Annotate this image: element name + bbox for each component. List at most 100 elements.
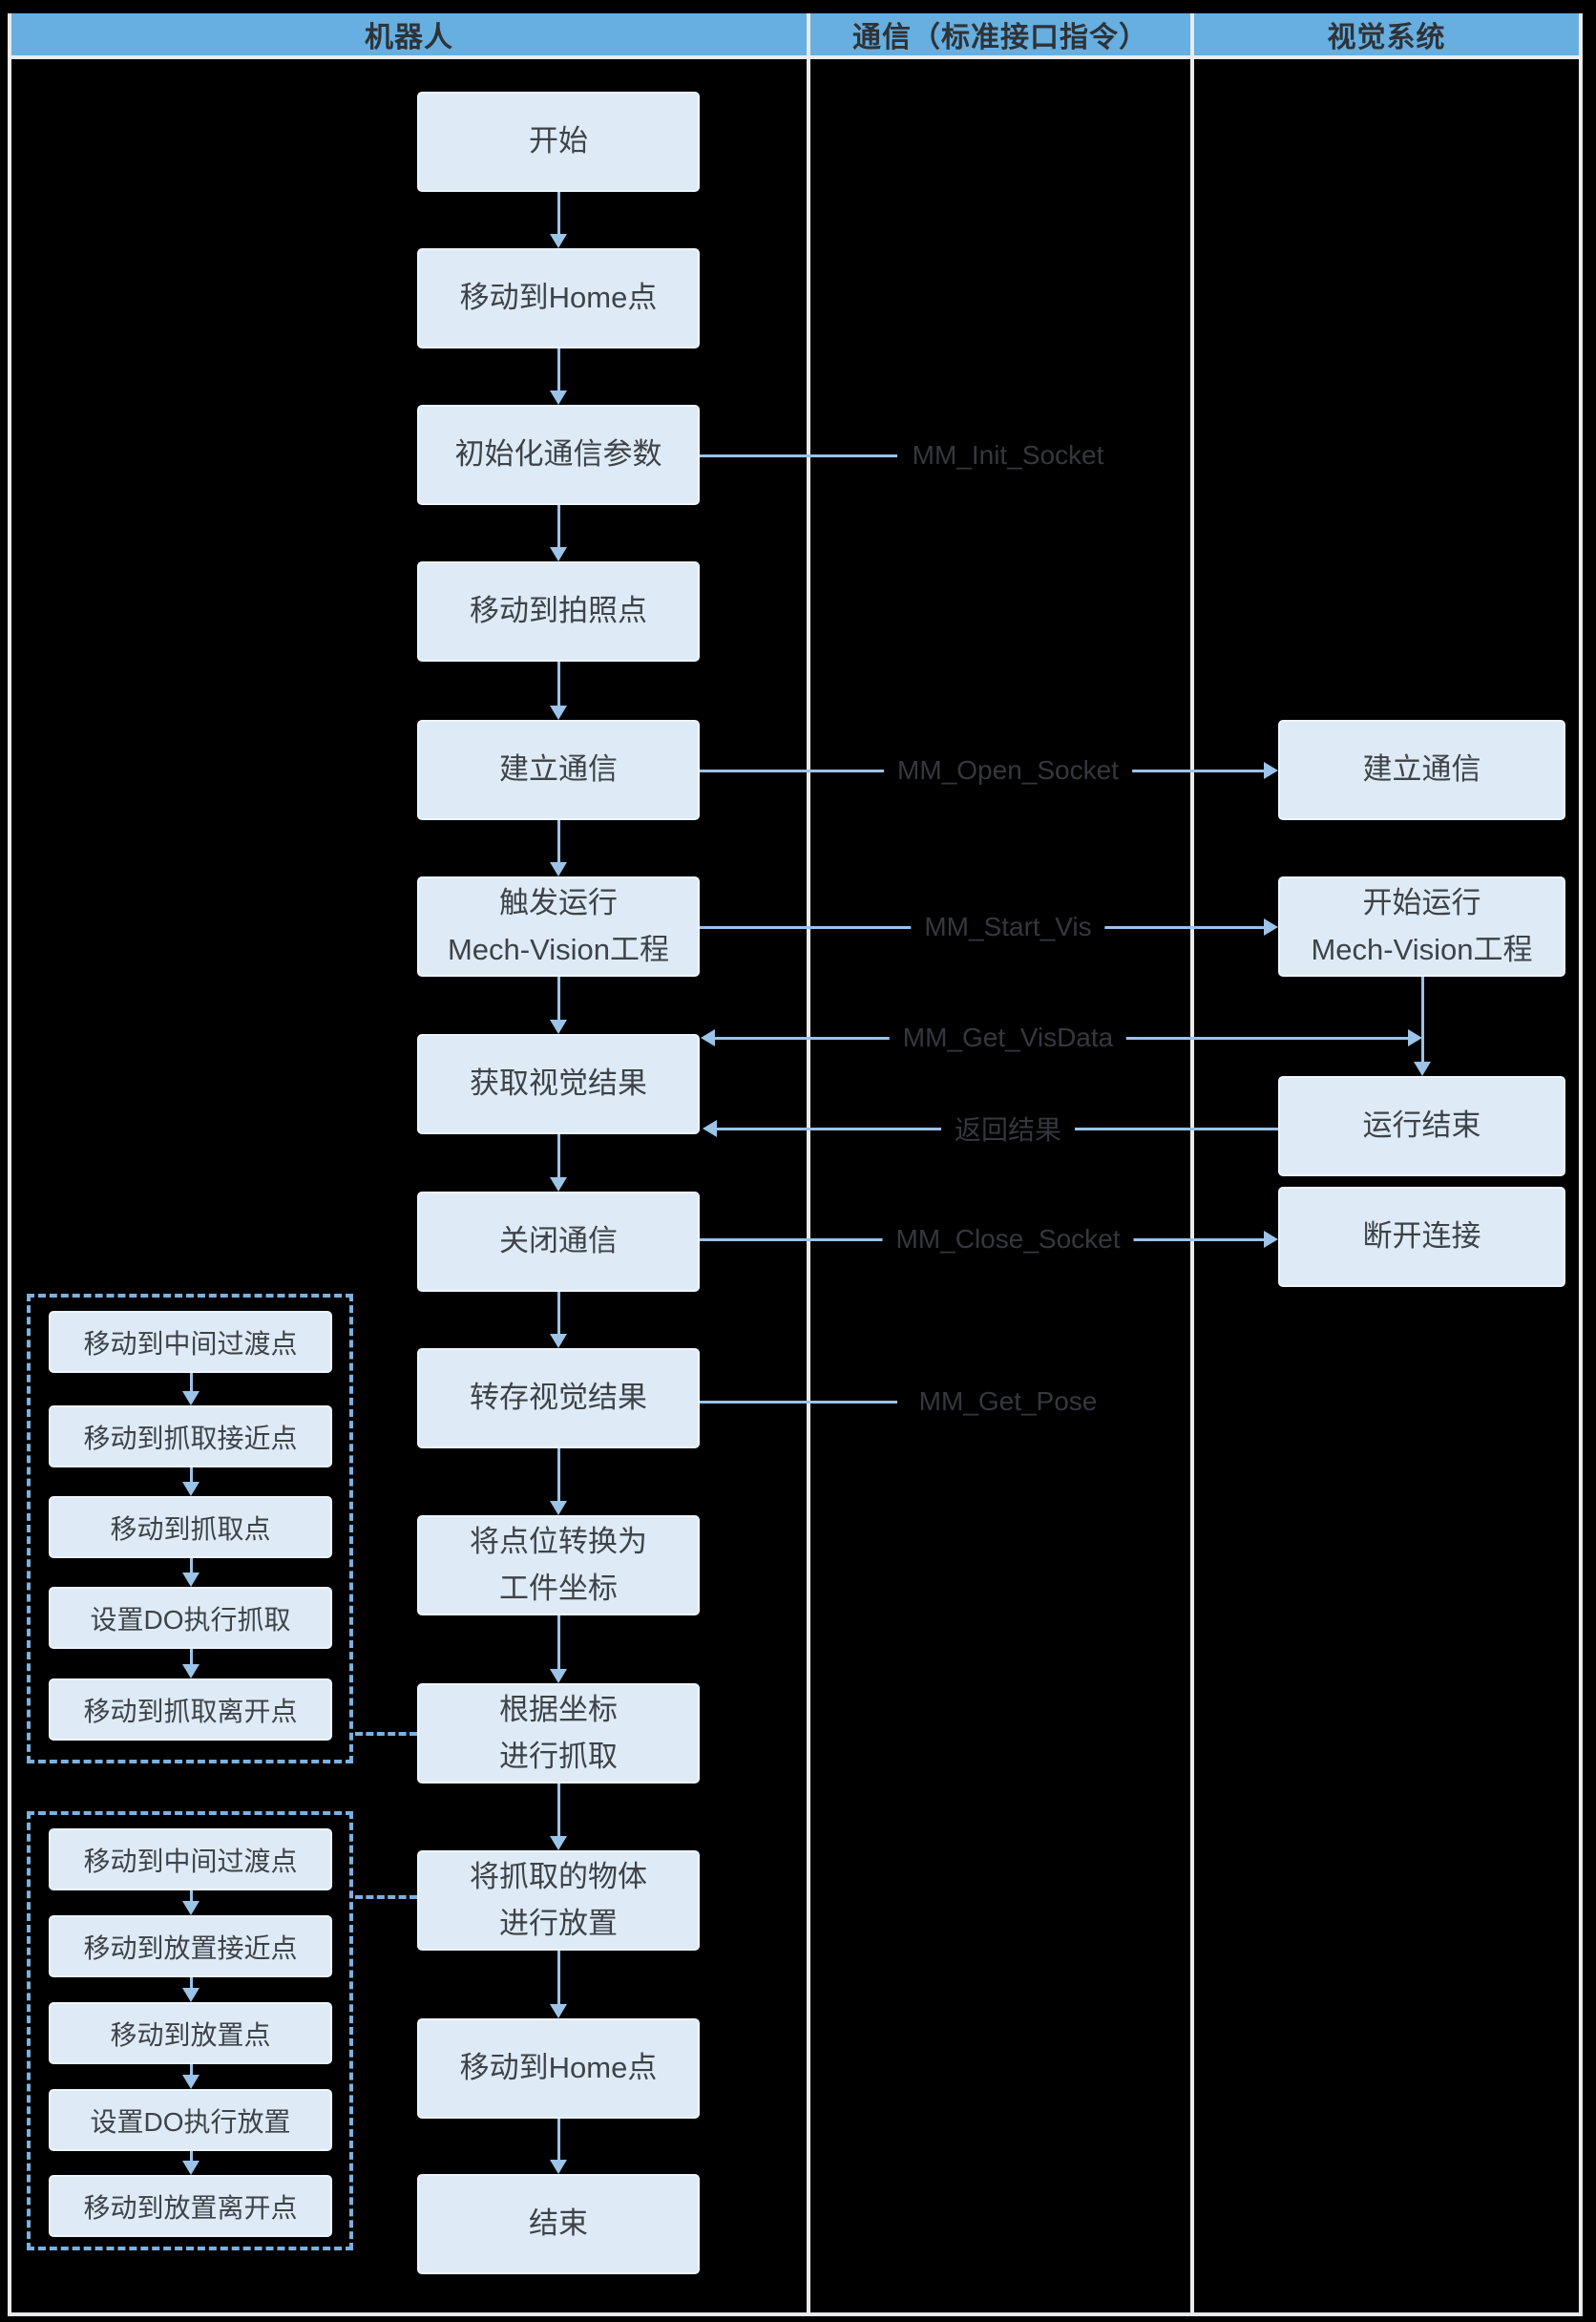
flow-node-robot: 获取视觉结果	[417, 1034, 700, 1134]
flow-node-robot: 结束	[417, 2174, 700, 2274]
lane-header-robot: 机器人	[11, 13, 807, 55]
flow-arrow-shaft	[190, 1558, 193, 1573]
table-border-right	[1579, 13, 1583, 2316]
flow-arrow-shaft	[190, 2064, 193, 2076]
arrow-down-head	[550, 2160, 567, 2174]
flow-arrow-shaft	[190, 2151, 193, 2162]
flow-arrow-shaft	[190, 1649, 193, 1665]
message-label: 返回结果	[940, 1109, 1076, 1148]
arrow-down-head	[1414, 1062, 1431, 1076]
flow-node-vision: 运行结束	[1278, 1076, 1565, 1176]
group-node-grab: 移动到抓取离开点	[49, 1678, 332, 1741]
arrow-down-head	[550, 2004, 567, 2018]
arrow-down-head	[550, 1334, 567, 1348]
arrow-down-head	[550, 1836, 567, 1850]
flow-arrow-shaft	[557, 192, 560, 235]
flow-node-robot: 将抓取的物体 进行放置	[417, 1850, 700, 1951]
arrow-down-head	[550, 1669, 567, 1683]
group-node-place: 设置DO执行放置	[49, 2089, 332, 2151]
flow-arrow-shaft	[557, 2119, 560, 2161]
message-label: MM_Open_Socket	[884, 755, 1132, 786]
flow-arrow-shaft	[557, 348, 560, 391]
flow-arrow-shaft	[557, 1448, 560, 1502]
arrow-down-head	[550, 547, 567, 561]
arrow-down-head	[182, 2161, 200, 2175]
arrow-left-head	[703, 1120, 717, 1137]
arrow-down-head	[182, 1988, 200, 2002]
flow-arrow-shaft	[1421, 977, 1424, 1063]
arrow-down-head	[550, 1177, 567, 1192]
group-node-place: 移动到放置点	[49, 2002, 332, 2064]
flow-node-robot: 移动到拍照点	[417, 561, 700, 662]
arrow-right-head	[1264, 762, 1278, 779]
flow-node-robot: 移动到Home点	[417, 248, 700, 348]
flow-node-robot: 关闭通信	[417, 1192, 700, 1292]
flow-arrow-shaft	[190, 1890, 193, 1902]
arrow-down-head	[550, 391, 567, 405]
message-label: MM_Close_Socket	[882, 1224, 1134, 1255]
lane-divider	[1190, 13, 1194, 2316]
table-border-bottom	[8, 2312, 1583, 2316]
message-line	[700, 454, 897, 457]
flow-arrow-shaft	[190, 1373, 193, 1392]
flow-node-robot: 开始	[417, 92, 700, 192]
message-label: MM_Start_Vis	[911, 912, 1105, 942]
arrow-right-head	[1264, 918, 1278, 936]
flow-node-vision: 建立通信	[1278, 720, 1565, 820]
group-connector-grab	[355, 1732, 417, 1736]
group-node-grab: 移动到抓取接近点	[49, 1405, 332, 1467]
arrow-down-head	[182, 1391, 200, 1405]
flow-arrow-shaft	[557, 820, 560, 863]
arrow-right-head	[1264, 1231, 1278, 1248]
group-box-place	[27, 1811, 353, 2250]
flow-arrow-shaft	[557, 977, 560, 1021]
arrow-down-head	[182, 1664, 200, 1678]
header-bottom-border	[8, 55, 1583, 59]
arrow-right-head	[1408, 1029, 1422, 1046]
arrow-down-head	[182, 1573, 200, 1587]
flow-arrow-shaft	[557, 1134, 560, 1178]
group-node-place: 移动到放置离开点	[49, 2175, 332, 2237]
flow-arrow-shaft	[557, 1292, 560, 1335]
flow-node-vision: 开始运行 Mech-Vision工程	[1278, 876, 1565, 977]
group-node-grab: 移动到抓取点	[49, 1496, 332, 1558]
arrow-down-head	[182, 1482, 200, 1496]
flow-node-robot: 触发运行 Mech-Vision工程	[417, 876, 700, 977]
arrow-left-head	[701, 1029, 715, 1046]
lane-header-communication: 通信（标准接口指令）	[810, 13, 1190, 55]
flow-node-robot: 初始化通信参数	[417, 405, 700, 505]
flow-arrow-shaft	[557, 1951, 560, 2005]
arrow-down-head	[182, 2075, 200, 2089]
table-border-left	[8, 13, 11, 2316]
arrow-down-head	[550, 1501, 567, 1515]
message-label: MM_Init_Socket	[898, 440, 1118, 471]
flow-arrow-shaft	[557, 505, 560, 548]
flow-arrow-shaft	[557, 662, 560, 707]
arrow-down-head	[182, 1901, 200, 1915]
flow-node-robot: 建立通信	[417, 720, 700, 820]
arrow-down-head	[550, 862, 567, 876]
flow-arrow-shaft	[190, 1977, 193, 1989]
group-connector-place	[355, 1895, 417, 1899]
lane-header-vision: 视觉系统	[1194, 13, 1579, 55]
message-line	[700, 1401, 897, 1404]
group-node-place: 移动到中间过渡点	[49, 1828, 332, 1890]
group-node-place: 移动到放置接近点	[49, 1915, 332, 1977]
flow-node-robot: 根据坐标 进行抓取	[417, 1683, 700, 1784]
flow-arrow-shaft	[557, 1615, 560, 1670]
group-box-grab	[27, 1294, 353, 1763]
group-node-grab: 设置DO执行抓取	[49, 1587, 332, 1649]
message-label: MM_Get_VisData	[889, 1023, 1127, 1053]
arrow-down-head	[550, 706, 567, 720]
arrow-down-head	[550, 1020, 567, 1034]
flow-arrow-shaft	[557, 1784, 560, 1837]
flow-node-robot: 移动到Home点	[417, 2018, 700, 2119]
flow-node-vision: 断开连接	[1278, 1187, 1565, 1287]
message-label: MM_Get_Pose	[905, 1386, 1111, 1417]
flow-node-robot: 转存视觉结果	[417, 1348, 700, 1448]
flow-arrow-shaft	[190, 1467, 193, 1483]
arrow-down-head	[550, 234, 567, 248]
group-node-grab: 移动到中间过渡点	[49, 1311, 332, 1373]
lane-divider	[807, 13, 810, 2316]
